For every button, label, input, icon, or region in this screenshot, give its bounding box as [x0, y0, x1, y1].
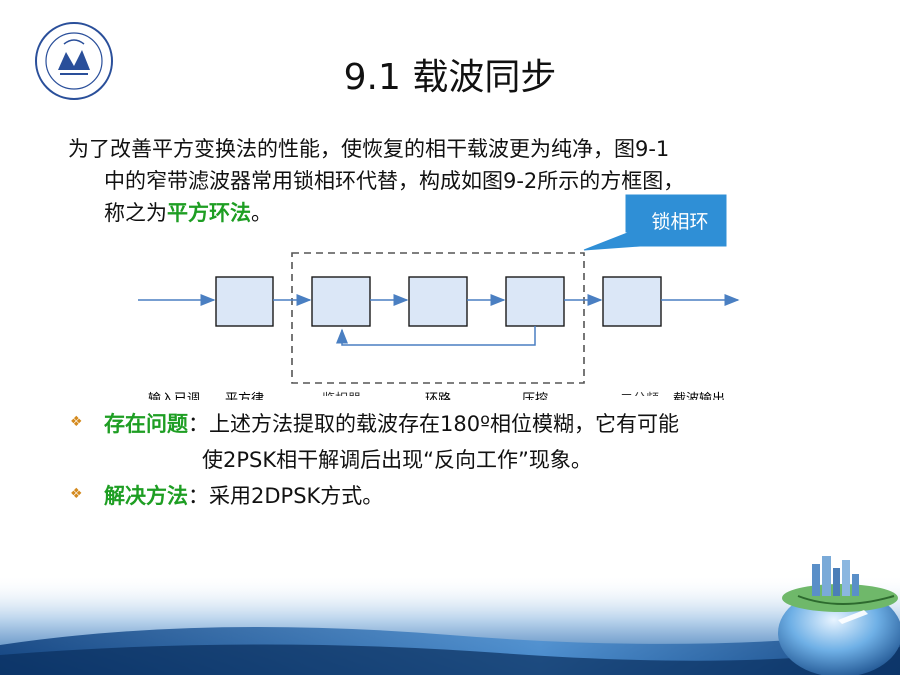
label-input: 输入已调 — [148, 392, 201, 400]
page-title: 9.1 载波同步 — [343, 57, 557, 98]
bullet-heading-solution: 解决方法 — [104, 484, 188, 508]
intro-paragraph: 为了改善平方变换法的性能，使恢复的相干载波更为纯净，图9-1 中的窄带滤波器常用… — [68, 133, 798, 229]
intro-line-3-prefix: 称之为 — [104, 201, 167, 225]
label-square-law: 平方律 — [225, 392, 265, 400]
label-loop: 环路 — [425, 392, 452, 400]
intro-line-2: 中的窄带滤波器常用锁相环代替，构成如图9-2所示的方框图， — [104, 169, 685, 193]
diamond-bullet-icon: ❖ — [70, 486, 83, 502]
feedback-loop-arrow — [336, 326, 536, 346]
bullet-solution: ❖ 解决方法：采用2DPSK方式。 — [70, 480, 383, 510]
divider-block — [602, 276, 662, 327]
intro-line-3: 称之为平方环法。 — [68, 197, 798, 229]
square-law-block — [215, 276, 274, 327]
label-vco: 压控 — [522, 392, 549, 400]
bullet-text-solution: 采用2DPSK方式。 — [209, 484, 384, 508]
bullet-problem: ❖ 存在问题：上述方法提取的载波存在180º相位模糊，它有可能 — [70, 408, 679, 438]
highlight-term: 平方环法 — [167, 201, 251, 225]
globe-city-icon — [778, 556, 900, 675]
bullet-text-problem: 上述方法提取的载波存在180º相位模糊，它有可能 — [209, 412, 679, 436]
diamond-bullet-icon: ❖ — [70, 414, 83, 430]
callout-label: 锁相环 — [651, 210, 709, 233]
bullet-colon: ： — [188, 412, 209, 436]
vco-block — [505, 276, 565, 327]
phase-detector-block — [311, 276, 371, 327]
university-logo-icon — [30, 20, 118, 102]
loop-filter-block — [408, 276, 468, 327]
intro-line-1: 为了改善平方变换法的性能，使恢复的相干载波更为纯净，图9-1 — [68, 137, 670, 161]
bullet-colon: ： — [188, 484, 209, 508]
label-output: 载波输出 — [673, 392, 726, 400]
label-divider: 二分频 — [620, 388, 659, 396]
label-phase-detector: 鉴相器 — [322, 388, 361, 396]
bottom-wave-decoration — [0, 575, 900, 675]
intro-line-3-suffix: 。 — [251, 201, 272, 225]
callout-bubble — [583, 194, 727, 251]
pll-dashed-boundary — [291, 252, 585, 384]
bullet-heading-problem: 存在问题 — [104, 412, 188, 436]
bullet-problem-continuation: 使2PSK相干解调后出现“反向工作”现象。 — [202, 448, 592, 472]
